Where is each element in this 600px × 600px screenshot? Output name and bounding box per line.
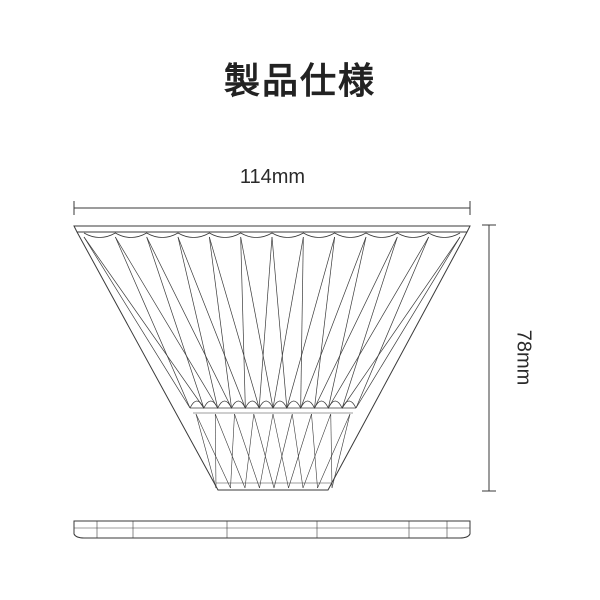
page-title: 製品仕様 [223, 61, 376, 102]
dripper-base-plate [73, 520, 471, 539]
width-dimension-line [73, 201, 471, 215]
width-dimension-label: 114mm [239, 166, 306, 188]
dripper-cone [73, 225, 471, 491]
height-dimension-line [482, 224, 496, 492]
